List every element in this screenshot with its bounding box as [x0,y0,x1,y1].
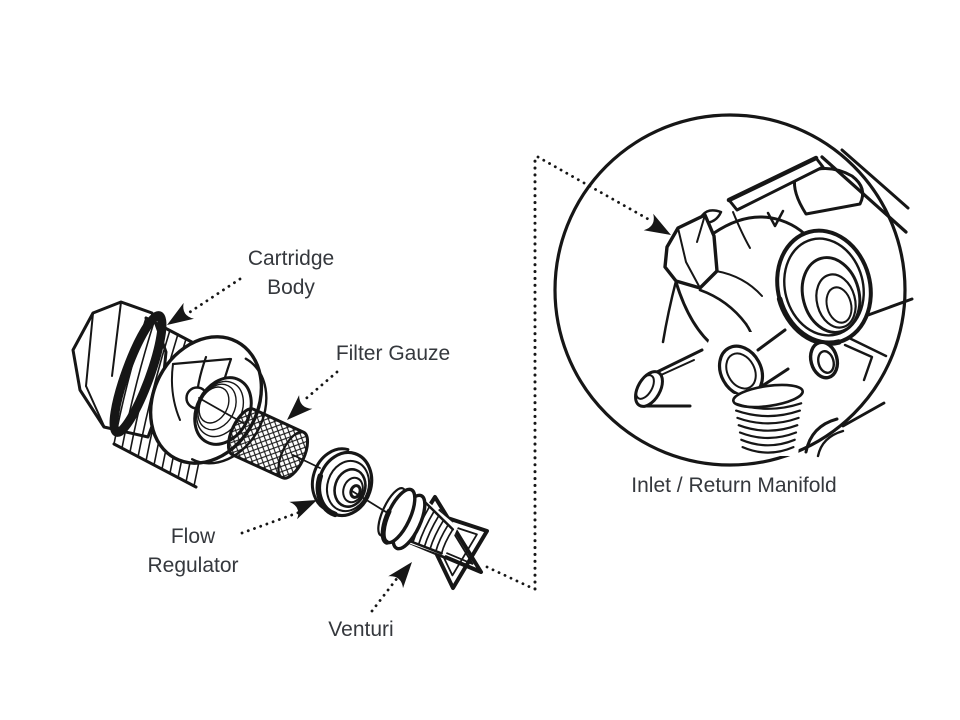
leader-flow-regulator [240,500,317,535]
manifold-label: Inlet / Return Manifold [631,474,837,497]
cartridge-body-label: Cartridge Body [248,244,334,302]
manifold-hex-fitting [634,348,704,408]
cartridge-body-label-line1: Cartridge [247,247,335,270]
venturi-label: Venturi [328,618,394,641]
cartridge-body-label-line2: Body [267,276,315,299]
manifold-drawing [634,148,914,458]
flow-regulator-part [310,447,374,518]
manifold-small-hole [808,340,840,380]
leader-venturi [370,562,412,613]
venturi-part [377,487,489,590]
leader-filter-gauze [287,370,339,420]
flow-regulator-label: Flow Regulator [147,522,238,580]
manifold-flange [663,213,719,290]
flow-regulator-label-line1: Flow [170,525,216,548]
filter-gauze-part [226,407,310,480]
leader-arrowhead-icon [643,213,671,235]
manifold-threaded-stub [732,383,804,456]
detail-view-circle [553,113,907,467]
manifold-stub-cylinder [700,328,790,398]
leader-arrowhead-icon [287,395,313,420]
flow-regulator-label-line2: Regulator [147,554,239,577]
leader-arrowhead-icon [289,500,317,520]
assembly-axis-line [198,397,244,424]
manifold-port [775,228,873,347]
filter-gauze-label: Filter Gauze [335,342,451,365]
leader-cartridge-body [167,277,242,325]
detail-view-leader [485,155,671,591]
leader-arrowhead-icon [388,562,412,589]
leader-arrowhead-icon [167,302,194,325]
